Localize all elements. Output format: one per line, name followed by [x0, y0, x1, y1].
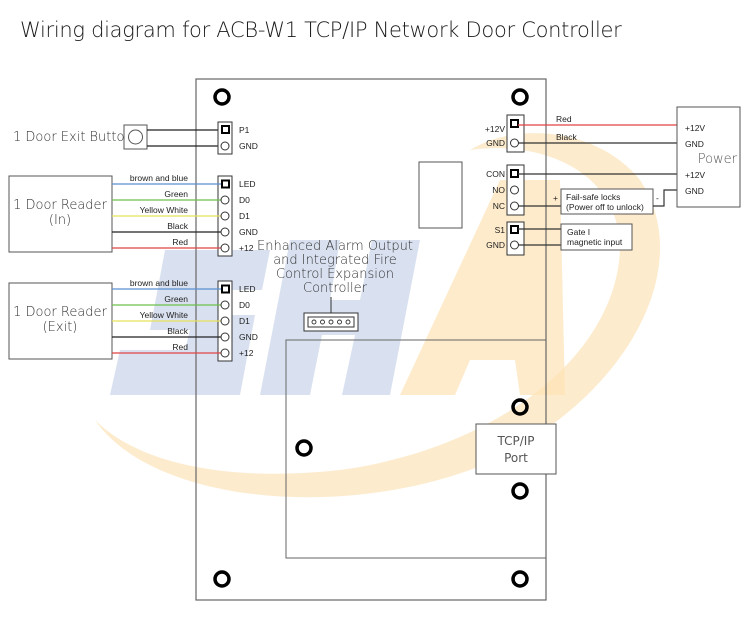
wire-label: Black [167, 326, 189, 336]
watermark-letter-a [400, 180, 565, 395]
connector-pin-icon [337, 319, 342, 325]
connector-pin-icon [328, 319, 334, 325]
connector-pin-icon [345, 319, 351, 325]
mounting-hole [213, 570, 231, 588]
pin-label: P1 [239, 125, 250, 135]
svg-text:Fail-safe locks: Fail-safe locks [566, 192, 620, 202]
svg-text:+12V: +12V [685, 170, 705, 180]
svg-text:GND: GND [685, 186, 704, 196]
pin-square-icon [221, 125, 230, 134]
alarm-controller-label: Enhanced Alarm Output and Integrated Fir… [257, 239, 413, 296]
pin-label: LED [239, 179, 256, 189]
pin-circle-icon [220, 316, 230, 326]
svg-text:GND: GND [685, 139, 704, 149]
svg-text:Gate I: Gate I [567, 227, 590, 237]
svg-text:NO: NO [492, 185, 505, 195]
pin-label: GND [239, 141, 258, 151]
pin-label: D0 [239, 195, 250, 205]
diagram-title: Wiring diagram for ACB-W1 TCP/IP Network… [20, 18, 622, 42]
svg-text:NC: NC [493, 201, 505, 211]
wire-label: Black [556, 132, 578, 142]
pin-circle-icon [220, 227, 230, 237]
svg-text:+12V: +12V [685, 123, 705, 133]
pin-circle-icon [220, 332, 230, 342]
reader-label: 1 Door Reader [13, 198, 107, 213]
pin-circle-icon [510, 240, 519, 250]
exit-button-label: 1 Door Exit Button [13, 130, 133, 145]
pin-label: D1 [239, 211, 250, 221]
reader-label: 1 Door Reader [13, 305, 107, 320]
wire-label: Green [164, 294, 188, 304]
pin-label: +12 [239, 243, 254, 253]
relay-component [418, 161, 463, 229]
svg-text:GND: GND [486, 138, 505, 148]
power-supply [676, 106, 741, 208]
mounting-hole [213, 88, 231, 106]
exit-button[interactable] [123, 124, 148, 150]
reader-box [8, 175, 113, 253]
watermark-swoosh [95, 133, 661, 498]
mounting-hole [511, 570, 529, 588]
pin-circle-icon [220, 243, 230, 253]
pin-circle-icon [220, 300, 230, 310]
power-supply-label: Power [698, 152, 738, 167]
pin-circle-icon [510, 185, 519, 195]
mounting-hole [511, 482, 529, 500]
wire-label: brown and blue [130, 173, 188, 183]
pin-label: +12 [239, 348, 254, 358]
wire-label: Red [556, 114, 572, 124]
pin-square-icon [221, 179, 230, 189]
reader-box [8, 282, 113, 360]
mounting-hole [511, 88, 529, 106]
wire-label: Red [172, 237, 188, 247]
svg-text:(Power off to unlock): (Power off to unlock) [566, 202, 644, 212]
svg-text:-: - [656, 193, 659, 203]
svg-text:Enhanced Alarm Output: Enhanced Alarm Output [257, 239, 413, 254]
tcpip-port[interactable] [475, 423, 557, 475]
exit-button-icon [128, 129, 143, 145]
mounting-hole [295, 439, 313, 457]
pin-square-icon [221, 284, 230, 294]
reader-label: (Exit) [43, 320, 78, 335]
connector-pin-icon [320, 319, 325, 325]
gate-magnetic-input [560, 223, 633, 251]
pin-circle-icon [220, 195, 230, 205]
connector-pin-icon [311, 319, 317, 325]
wire-label: Green [164, 189, 188, 199]
mounting-hole [511, 398, 529, 416]
svg-text:Control Expansion: Control Expansion [276, 267, 394, 282]
svg-text:+12V: +12V [485, 124, 505, 134]
pin-circle-icon [220, 141, 230, 151]
tcpip-label-1: TCP/IP [496, 434, 534, 448]
wire-label: brown and blue [130, 278, 188, 288]
pin-label: GND [239, 227, 258, 237]
wire-label: Red [172, 342, 188, 352]
pin-label: D1 [239, 316, 250, 326]
svg-text:magnetic input: magnetic input [567, 237, 623, 247]
pin-circle-icon [510, 138, 519, 148]
wire-label: Yellow White [140, 310, 189, 320]
wire-label: Black [167, 221, 189, 231]
tcpip-label-2: Port [504, 451, 528, 465]
pin-circle-icon [510, 201, 519, 211]
svg-text:Controller: Controller [303, 281, 368, 296]
mounting-holes [213, 88, 529, 588]
svg-text:GND: GND [486, 240, 505, 250]
reader-label: (In) [49, 213, 71, 228]
pin-label: LED [239, 284, 256, 294]
svg-text:+: + [553, 193, 558, 203]
svg-text:S1: S1 [495, 225, 506, 235]
pin-label: D0 [239, 300, 250, 310]
pin-circle-icon [220, 348, 230, 358]
svg-text:and Integrated Fire: and Integrated Fire [273, 253, 397, 268]
wire-label: Yellow White [140, 205, 189, 215]
pin-circle-icon [220, 211, 230, 221]
pin-label: GND [239, 332, 258, 342]
svg-text:CON: CON [486, 169, 505, 179]
fail-safe-lock [560, 188, 654, 215]
pin-square-icon [510, 119, 519, 128]
